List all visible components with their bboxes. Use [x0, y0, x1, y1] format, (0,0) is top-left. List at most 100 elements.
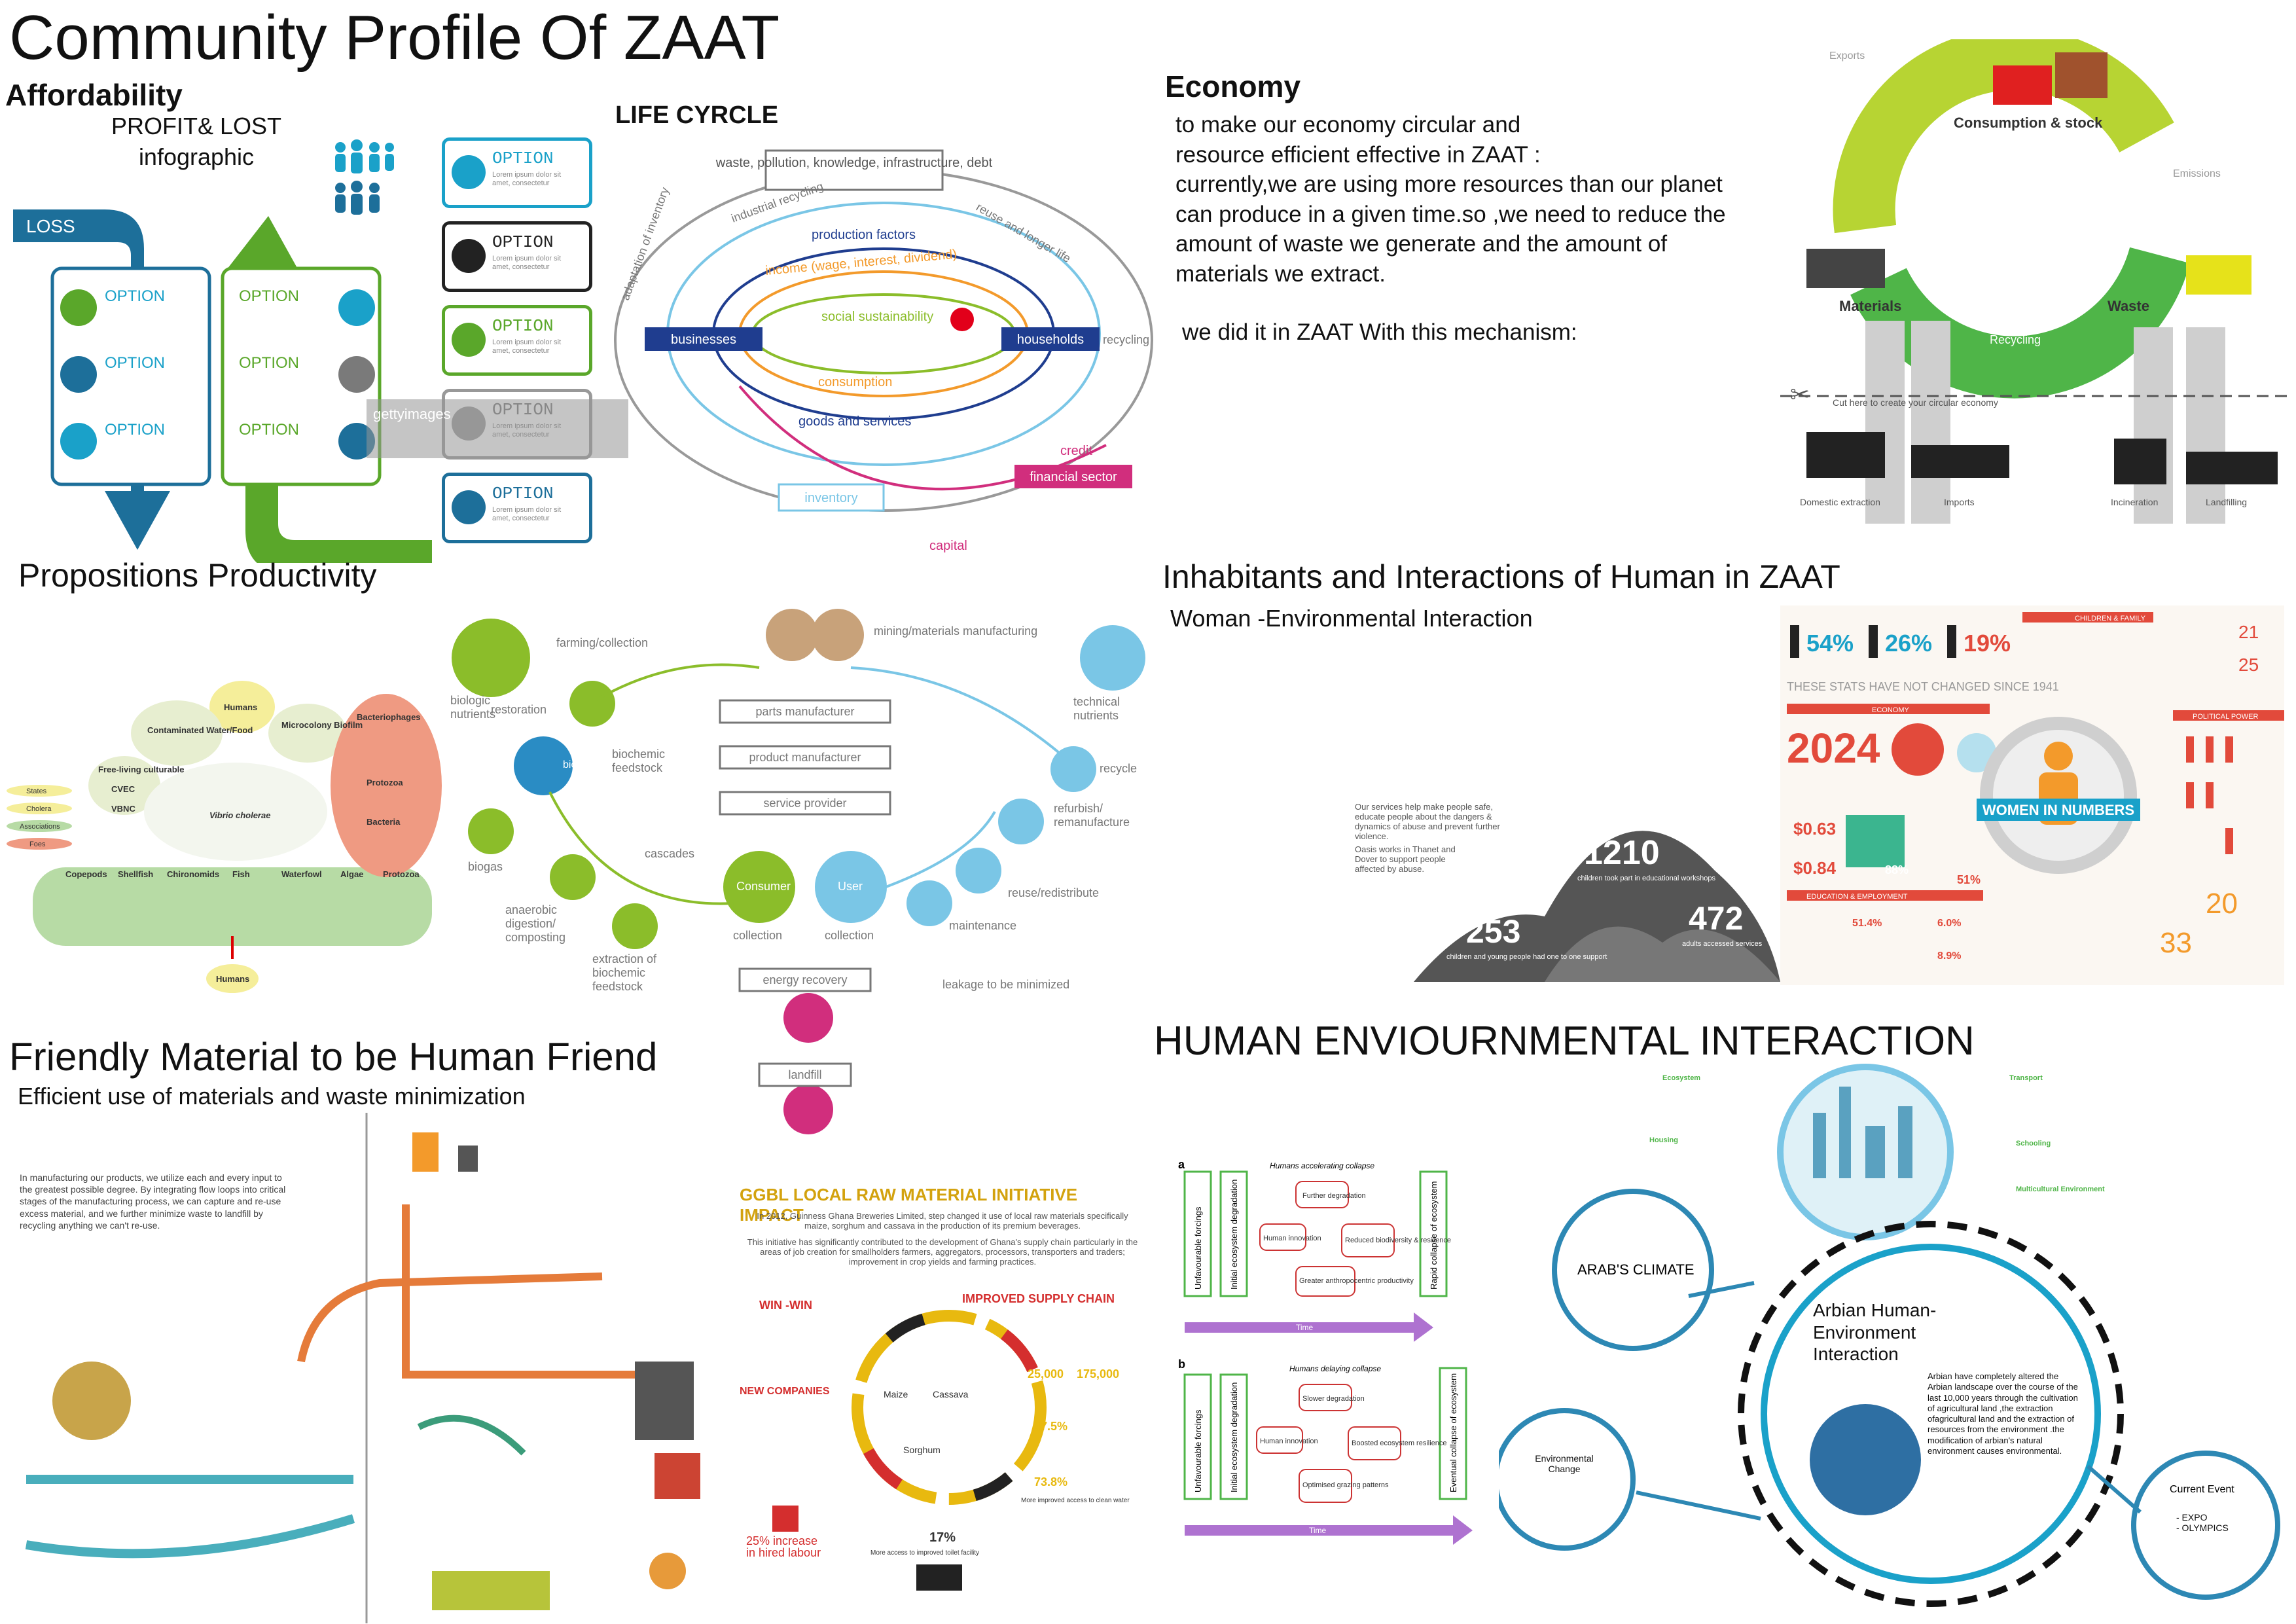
- page-title: Community Profile Of ZAAT: [9, 3, 780, 73]
- inhabitants-subheading: Woman -Environmental Interaction: [1170, 605, 1533, 632]
- num-20: 20: [2206, 888, 2238, 920]
- maintenance-label: maintenance: [949, 919, 1016, 932]
- fish-icon: [569, 681, 615, 727]
- stat-253: 253: [1466, 913, 1520, 950]
- microcolony-label: Microcolony Biofilm: [281, 720, 363, 730]
- friendly-intro: In manufacturing our products, we utiliz…: [20, 1172, 286, 1231]
- life-cycle-heading: LIFE CYRCLE: [615, 101, 779, 129]
- stat-472: 472: [1689, 900, 1743, 937]
- orange-pipe: [402, 1204, 668, 1379]
- affordability-heading: Affordability: [5, 78, 183, 112]
- reuse-label: reuse/redistribute: [1008, 886, 1099, 899]
- collapse-box: [1439, 1367, 1467, 1500]
- algae-label: Algae: [340, 869, 363, 879]
- children-family-label: CHILDREN & FAMILY: [2075, 615, 2146, 623]
- contaminated-label: Contaminated Water/Food: [147, 725, 253, 735]
- profit-loss-title: PROFIT& LOST infographic: [111, 113, 282, 170]
- anaerobic-label: anaerobic digestion/ composting: [505, 903, 566, 944]
- arrow: [1636, 1490, 1761, 1521]
- landfill-truck-icon: [2186, 452, 2278, 484]
- pct-26: 26%: [1885, 630, 1932, 657]
- field-icon: [432, 1571, 550, 1610]
- friendly-subheading: Efficient use of materials and waste min…: [18, 1083, 526, 1110]
- target-icon: [452, 490, 486, 524]
- delay-label: Humans delaying collapse: [1289, 1364, 1381, 1373]
- humans-bottom-bubble: [206, 964, 259, 993]
- arrow: [2087, 1464, 2142, 1514]
- dollar-084: $0.84: [1793, 858, 1837, 878]
- product-box: [719, 745, 891, 770]
- num-175000: 175,000: [1077, 1367, 1119, 1380]
- greater-label: Greater anthropocentric productivity: [1299, 1277, 1414, 1285]
- pct-60: 6.0%: [1937, 918, 1961, 929]
- pie-chart: [1892, 723, 1944, 776]
- factory-icon: [635, 1362, 694, 1440]
- pct-51: 51%: [1957, 873, 1981, 886]
- collapse-box: [1419, 1170, 1448, 1297]
- biologic-label: biologic nutrients: [450, 694, 496, 721]
- cut-label: Cut here to create your circular economy: [1833, 397, 1998, 408]
- option-label: OPTION: [239, 421, 299, 439]
- exports-label: Exports: [1829, 50, 1865, 62]
- win-win-label: WIN -WIN: [759, 1299, 812, 1312]
- pct-514: 51.4%: [1852, 918, 1882, 929]
- option-label: OPTION: [492, 316, 554, 336]
- time-arrow: [1185, 1312, 1433, 1342]
- production-label: production factors: [812, 228, 916, 242]
- landfill-label: landfill: [788, 1068, 821, 1081]
- pct-475: 47.5%: [1034, 1420, 1067, 1433]
- option-text: Lorem ipsum dolor sit amet, consectetur: [492, 255, 562, 272]
- protozoa2-label: Protozoa: [383, 869, 420, 879]
- house-icon: [2055, 52, 2108, 98]
- waste-box: [764, 149, 944, 191]
- material-column: [1911, 321, 1950, 524]
- box-icon: [906, 880, 952, 926]
- women-numbers-infographic: 54% 26% 19% THESE STATS HAVE NOT CHANGED…: [1780, 605, 2284, 985]
- initial-label: Initial ecosystem degradation: [1229, 1382, 1239, 1492]
- stopwatch-icon: [60, 423, 97, 460]
- watermark-banner: gettyimages: [367, 399, 628, 458]
- leaf-icon: [452, 619, 530, 697]
- copepods-label: Copepods: [65, 869, 107, 879]
- materials-label: Materials: [1839, 298, 1901, 314]
- cholera-label: Cholera: [26, 805, 52, 813]
- slower-label: Slower degradation: [1302, 1395, 1365, 1403]
- financial-label: financial sector: [1030, 470, 1117, 484]
- hill-shape: [1545, 926, 1780, 982]
- incinerator-icon: [2114, 439, 2166, 484]
- factory-icon: [998, 799, 1044, 844]
- improved-label: IMPROVED SUPPLY CHAIN: [962, 1292, 1115, 1305]
- states-label: States: [26, 787, 47, 795]
- grain-pile-icon: [52, 1362, 131, 1440]
- service-box: [719, 791, 891, 816]
- section-bar: [2022, 612, 2153, 623]
- stat-1210: 1210: [1584, 834, 1660, 872]
- user-label: User: [838, 880, 863, 893]
- domestic-label: Domestic extraction: [1800, 497, 1880, 507]
- humans-bottom-label: Humans: [216, 974, 249, 984]
- person-icon: [338, 289, 375, 326]
- forcing-box: [1183, 1170, 1212, 1297]
- blue-flow: [850, 666, 1068, 761]
- events-list: - EXPO - OLYMPICS: [2176, 1512, 2229, 1533]
- biogas-flame-icon: [468, 808, 514, 854]
- section-bar: [2173, 710, 2284, 721]
- recycling-label: recycling: [1103, 333, 1149, 346]
- person-icon: [2186, 736, 2194, 763]
- restoration-label: restoration: [491, 703, 547, 716]
- user-icon: [815, 851, 887, 923]
- boosted-label: Boosted ecosystem resilience: [1352, 1439, 1447, 1447]
- stats-note: THESE STATS HAVE NOT CHANGED SINCE 1941: [1787, 680, 2059, 693]
- farming-label: farming/collection: [556, 636, 648, 649]
- friendly-heading: Friendly Material to be Human Friend: [9, 1035, 658, 1079]
- current-event-label: Current Event: [2170, 1484, 2234, 1495]
- person-icon: [452, 239, 486, 273]
- dollar-063: $0.63: [1793, 819, 1836, 839]
- ecosystem-label: Ecosystem: [1662, 1074, 1700, 1082]
- chess-icon: [338, 356, 375, 393]
- pct-17: 17%: [929, 1530, 956, 1545]
- chat-icon: [452, 323, 486, 357]
- tower-icon: [1839, 1087, 1851, 1178]
